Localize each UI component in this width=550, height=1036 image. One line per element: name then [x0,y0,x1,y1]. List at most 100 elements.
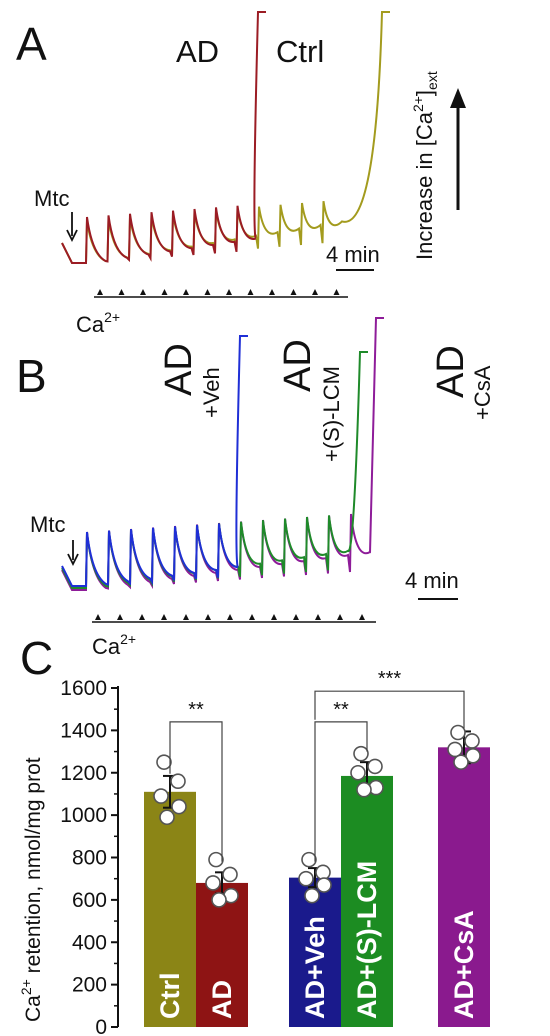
y-tick-label: 1600 [60,677,107,700]
label-ad-lcm: AD +(S)-LCM [277,339,344,462]
data-point [304,887,320,904]
y-tick-label: 600 [72,889,107,912]
ca-label-b: Ca2+ [92,631,136,659]
data-point [205,875,221,891]
bar-label: AD [207,980,237,1019]
ca-tick-a [290,289,297,295]
ca-tick-b [315,614,321,620]
mtc-arrow-a [66,212,78,243]
label-ad-lcm-sub: +(S)-LCM [319,366,344,462]
data-point [208,851,224,868]
ca-label-a: Ca2+ [76,309,120,337]
ca-tick-b [161,614,167,620]
panel-b-letter: B [16,350,47,402]
data-point [465,747,481,764]
ca-tick-a [183,289,189,295]
ca-addition-ticks-a [97,289,340,295]
label-ad-lcm-main: AD [277,339,319,392]
label-ad-csa-sub: +CsA [470,365,495,420]
label-ad-veh-sub: +Veh [199,367,224,418]
bar [144,791,196,1027]
ca-tick-b [183,614,189,620]
bar-label: AD+CsA [449,910,479,1019]
ca-tick-a [204,289,211,295]
ca-tick-a [140,289,146,295]
mtc-label-b: Mtc [30,512,65,537]
data-point [350,764,366,781]
data-point [316,877,332,893]
ca-tick-a [333,289,340,295]
sig-veh-lcm [314,721,368,862]
sig-ctrl-ad-label: ** [188,699,204,721]
ca-tick-b [293,614,299,620]
trace-ad-veh [61,335,248,587]
label-ad-veh-main: AD [158,343,200,396]
y-axis-title: Ca2+ retention, nmol/mg prot [18,757,45,1022]
data-point [453,754,469,770]
ca-tick-a [247,289,254,295]
y-tick-label: 200 [72,974,107,997]
data-point [156,754,172,770]
ca-tick-b [227,614,233,620]
significance-brackets: ******* [169,668,465,862]
trace-ad [61,11,266,264]
sig-ctrl-ad [169,721,223,862]
data-point [222,866,238,883]
sig-veh-csa-label: *** [378,668,402,690]
ca-tick-b [117,614,123,620]
ca-addition-ticks-b [95,614,365,620]
data-point [315,864,331,881]
y-tick-label: 1400 [60,719,107,742]
panel-c: C Ca2+ retention, nmol/mg prot 020040060… [18,632,490,1036]
scale-label-a: 4 min [326,242,380,267]
data-point [171,798,187,815]
ca-tick-b [139,614,145,620]
data-point [367,758,383,775]
panel-a-letter: A [16,18,47,70]
bar [341,775,393,1027]
data-point [153,788,169,804]
ca-tick-b [337,614,343,620]
ca-tick-a [97,289,103,295]
data-point [464,733,480,749]
bar-label: Ctrl [155,973,185,1020]
curve-label-ctrl: Ctrl [276,34,324,69]
data-point [298,870,314,887]
trace-ctrl [61,11,390,264]
scale-label-b: 4 min [405,568,459,593]
data-point [450,724,466,741]
ca-tick-a [226,289,232,295]
ca-tick-b [95,614,101,620]
panel-a-traces [61,11,390,264]
label-ad-csa: AD +CsA [430,345,495,420]
y-tick-label: 1000 [60,804,107,827]
data-point [353,745,369,762]
ca-tick-a [161,289,168,295]
bar-label: AD+(S)-LCM [352,861,382,1019]
bar [438,747,490,1027]
mtc-label-a: Mtc [34,186,69,211]
data-point [159,809,175,826]
ca-tick-a [312,289,318,295]
data-point [170,773,186,790]
data-point [356,781,372,798]
y-tick-label: 400 [72,931,107,954]
y-tick-label: 800 [72,847,107,870]
ca-tick-a [118,289,125,295]
ca-tick-b [271,614,277,620]
panel-b-traces [61,317,384,591]
label-ad-csa-main: AD [430,345,472,398]
panel-a: A AD Ctrl Mtc Ca2+ 4 min Increase in [Ca… [16,11,466,337]
y-tick-label: 1200 [60,762,107,785]
panel-c-letter: C [20,632,53,684]
label-ad-veh: AD +Veh [158,343,224,418]
curve-label-ad: AD [176,34,219,69]
sig-veh-lcm-label: ** [333,699,349,721]
data-point [447,741,463,758]
ca-tick-b [205,614,211,620]
sig-veh-csa [314,690,465,729]
increase-label: Increase in [Ca2+]ext [410,71,440,260]
